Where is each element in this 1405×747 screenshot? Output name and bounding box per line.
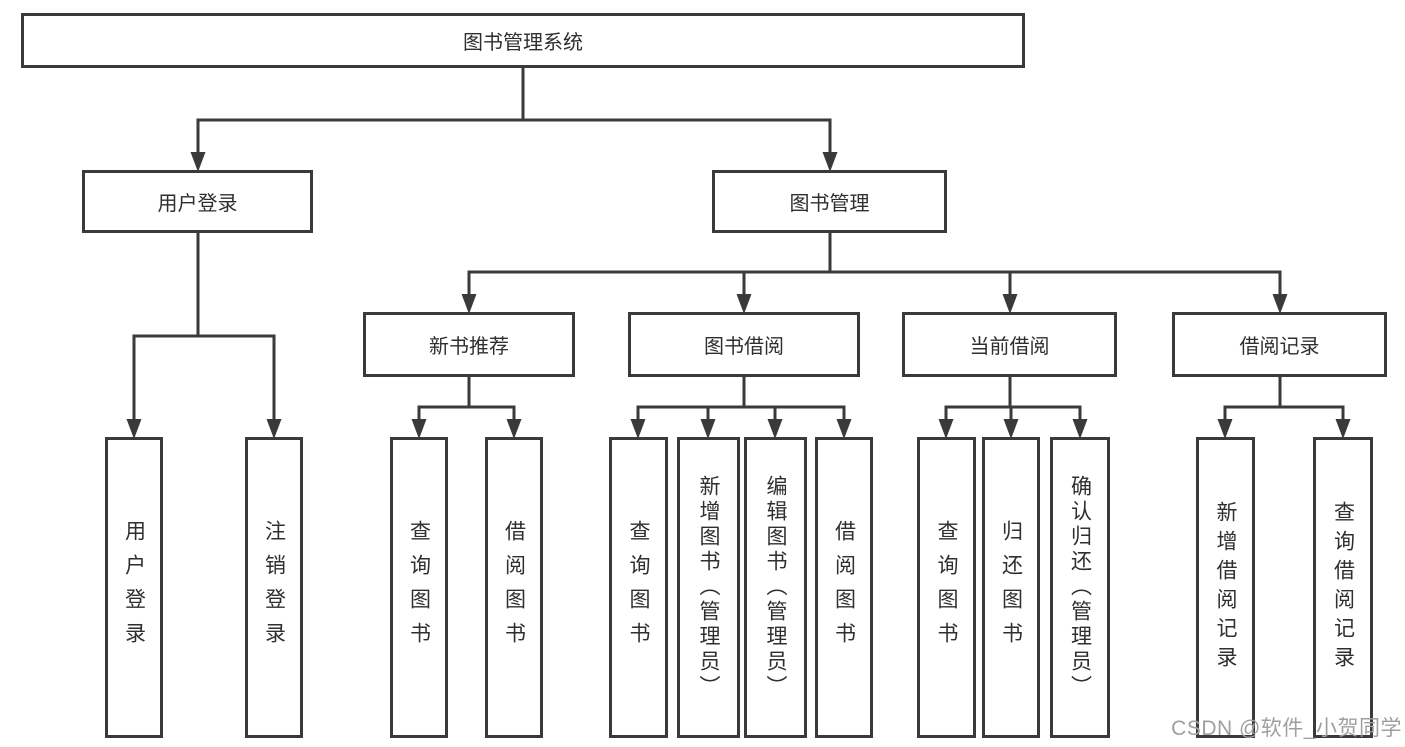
node-logout-leaf-label: 注销登录: [262, 519, 286, 656]
node-current-borrowing: 当前借阅: [902, 312, 1117, 377]
node-query-book-current-label: 查询图书: [935, 519, 958, 656]
node-borrow-book-leaf-label: 借阅图书: [832, 519, 856, 656]
node-user-login-leaf-label: 用户登录: [122, 519, 146, 656]
node-logout-leaf: 注销登录: [245, 437, 303, 738]
watermark-text: CSDN @软件_小贺同学: [1171, 717, 1402, 740]
arrowhead-icon: [461, 294, 477, 314]
arrowhead-icon: [190, 152, 206, 172]
arrowhead-icon: [836, 419, 852, 439]
node-new-book-recommend: 新书推荐: [363, 312, 575, 377]
node-return-book: 归还图书: [982, 437, 1040, 738]
arrowhead-icon: [736, 294, 752, 314]
arrowhead-icon: [266, 419, 282, 439]
node-user-login-label: 用户登录: [157, 193, 238, 215]
arrowhead-icon: [938, 419, 954, 439]
node-confirm-return-admin: 确认归还（管理员）: [1050, 437, 1110, 738]
node-query-book-recommend: 查询图书: [390, 437, 448, 738]
node-borrowing-records: 借阅记录: [1172, 312, 1387, 377]
node-borrow-book-recommend-label: 借阅图书: [502, 519, 526, 656]
node-new-book-recommend-label: 新书推荐: [429, 336, 509, 358]
node-query-book-borrowing: 查询图书: [609, 437, 668, 738]
arrowhead-icon: [1072, 419, 1088, 439]
node-book-borrowing-label: 图书借阅: [704, 336, 784, 358]
arrowhead-icon: [1335, 419, 1351, 439]
arrowhead-icon: [822, 152, 838, 172]
node-add-borrow-record: 新增借阅记录: [1196, 437, 1255, 738]
node-book-borrowing: 图书借阅: [628, 312, 860, 377]
node-query-borrow-record-label: 查询借阅记录: [1331, 500, 1355, 675]
arrowhead-icon: [1003, 419, 1019, 439]
node-borrowing-records-label: 借阅记录: [1239, 336, 1320, 358]
node-user-login-leaf: 用户登录: [105, 437, 163, 738]
node-add-book-admin-label: 新增图书（管理员）: [697, 475, 720, 700]
arrowhead-icon: [1272, 294, 1288, 314]
node-borrow-book-recommend: 借阅图书: [485, 437, 543, 738]
node-query-book-current: 查询图书: [917, 437, 976, 738]
node-borrow-book-leaf: 借阅图书: [815, 437, 873, 738]
node-library-system-label: 图书管理系统: [463, 32, 583, 54]
node-book-management-label: 图书管理: [789, 193, 870, 215]
node-edit-book-admin: 编辑图书（管理员）: [744, 437, 807, 738]
node-return-book-label: 归还图书: [999, 519, 1023, 656]
node-query-borrow-record: 查询借阅记录: [1313, 437, 1373, 738]
node-current-borrowing-label: 当前借阅: [969, 336, 1050, 358]
node-confirm-return-admin-label: 确认归还（管理员）: [1068, 475, 1092, 700]
node-add-borrow-record-label: 新增借阅记录: [1214, 500, 1237, 675]
arrowhead-icon: [506, 419, 522, 439]
node-user-login: 用户登录: [82, 170, 313, 233]
arrowhead-icon: [1002, 294, 1018, 314]
arrowhead-icon: [767, 419, 783, 439]
node-add-book-admin: 新增图书（管理员）: [677, 437, 740, 738]
node-book-management: 图书管理: [712, 170, 947, 233]
node-library-system: 图书管理系统: [21, 13, 1025, 68]
node-query-book-borrowing-label: 查询图书: [627, 519, 650, 656]
arrowhead-icon: [700, 419, 716, 439]
arrowhead-icon: [1217, 419, 1233, 439]
arrowhead-icon: [630, 419, 646, 439]
node-query-book-recommend-label: 查询图书: [407, 519, 431, 656]
arrowhead-icon: [411, 419, 427, 439]
node-edit-book-admin-label: 编辑图书（管理员）: [764, 475, 787, 700]
arrowhead-icon: [126, 419, 142, 439]
